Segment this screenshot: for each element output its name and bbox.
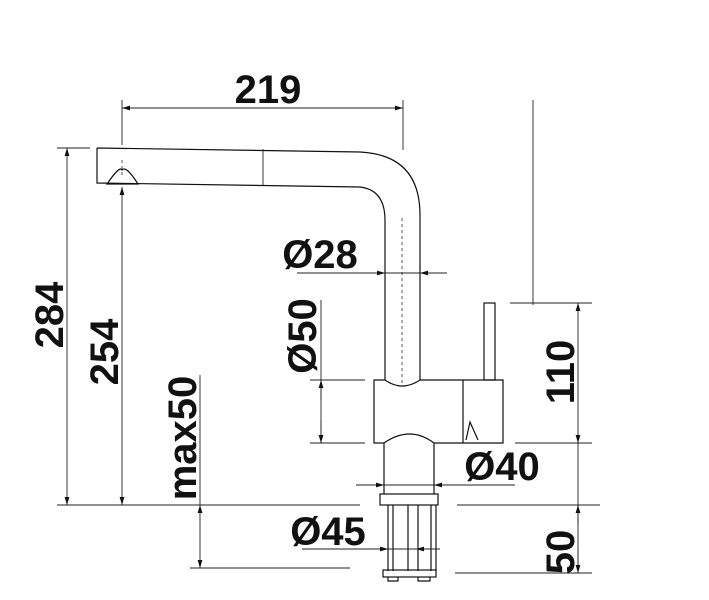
- label-284: 284: [28, 281, 72, 348]
- label-254: 254: [83, 318, 127, 385]
- lever-handle: [483, 302, 496, 381]
- faucet-body: [373, 379, 464, 444]
- label-diameter-50: Ø50: [281, 298, 325, 374]
- label-max50: max50: [161, 376, 205, 501]
- aerator: [105, 168, 140, 185]
- mounting-nuts: [387, 577, 431, 582]
- label-diameter-28: Ø28: [282, 233, 358, 277]
- label-diameter-40: Ø40: [464, 445, 540, 489]
- faucet-outline: [96, 147, 504, 582]
- reference-lines: [57, 100, 600, 574]
- dimension-lines: [64, 105, 581, 573]
- base-flange: [379, 493, 439, 506]
- dimension-labels: 219 284 254 max50 Ø28 Ø50 Ø40 Ø45 110 50: [28, 68, 583, 574]
- label-219: 219: [235, 68, 302, 112]
- base-pipe: [383, 443, 435, 494]
- label-diameter-45: Ø45: [290, 510, 366, 554]
- spout: [96, 147, 421, 380]
- mounting-shanks: [387, 505, 437, 571]
- mounting-plate: [382, 569, 437, 578]
- lever-base: [463, 379, 504, 444]
- label-50: 50: [539, 530, 583, 575]
- label-110: 110: [539, 340, 583, 405]
